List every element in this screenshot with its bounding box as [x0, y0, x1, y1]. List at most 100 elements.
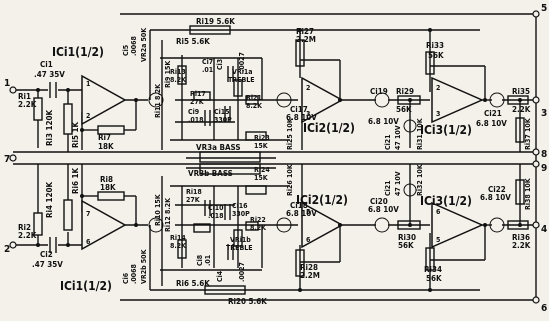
- label-ic1-bottom: ICi1(1/2): [60, 279, 112, 293]
- label-ci16-val: 330P: [232, 210, 250, 218]
- label-ci18: Ci18: [290, 201, 308, 210]
- label-ri2: Ri2: [18, 223, 31, 232]
- label-ri17-val: 27K: [190, 98, 205, 106]
- label-ri17: Ri17: [190, 90, 206, 98]
- label-ci1: Ci1: [40, 60, 53, 69]
- label-ci4-val: .0027: [238, 262, 246, 282]
- label-ci21: Ci21: [484, 109, 502, 118]
- label-ri35: Ri35: [512, 87, 530, 96]
- label-ci20-val: 6.8 10V: [368, 205, 399, 214]
- label-ci17-val: 6.8 10V: [286, 113, 317, 122]
- label-ri38: Ri38 10K: [524, 177, 532, 210]
- label-ic3-top: ICi3(1/2): [420, 123, 472, 137]
- label-vr2b: VR2b 50K: [140, 248, 148, 284]
- label-ri36-val: 2.2K: [512, 241, 531, 250]
- label-ri30: Ri30: [398, 233, 416, 242]
- label-ri33: Ri33: [426, 41, 444, 50]
- label-ic1-top: ICi1(1/2): [52, 45, 104, 59]
- pin-ic1-top-2: 2: [86, 112, 90, 120]
- label-ri8-val: 18K: [100, 183, 116, 192]
- junction-dots: [36, 28, 522, 292]
- terminal-1: [9, 86, 17, 94]
- terminal-2: [9, 241, 17, 249]
- label-ri27: Ri27: [296, 27, 314, 36]
- pin-ic1-top-1: 1: [86, 80, 90, 88]
- label-ci17: Ci17: [290, 105, 308, 114]
- label-ri21: Ri21: [246, 94, 262, 102]
- label-ci21b-val: 47 10V: [394, 171, 402, 196]
- label-ci10-val: .018: [208, 212, 224, 220]
- label-ri13-val: 8.2K: [170, 76, 187, 84]
- label-ci3: Ci3: [216, 59, 224, 70]
- label-vr3a: VR3a BASS: [196, 143, 241, 152]
- label-ri29-val: 56K: [396, 105, 412, 114]
- ground-rails: [13, 14, 537, 301]
- label-ci9: Ci9: [188, 108, 199, 116]
- label-ci18-val: 6.8 10V: [286, 209, 317, 218]
- pin-ic3-top-3: 3: [436, 110, 440, 118]
- label-ri25: Ri25 10K: [286, 117, 294, 150]
- label-ri36: Ri36: [512, 233, 530, 242]
- label-ci22: Ci22: [488, 185, 506, 194]
- label-ci15-val: 330P: [214, 116, 232, 124]
- opamp-ic1-bottom: [81, 199, 127, 251]
- label-ri32: Ri32 10K: [416, 163, 424, 196]
- labels: 1 2 7 3 4 8 9 5 6 ICi1(1/2) ICi1(1/2) IC…: [4, 3, 547, 314]
- bottom-channel-wiring: [13, 163, 536, 295]
- terminal-4: [532, 221, 540, 229]
- label-ci9-val: .018: [188, 116, 204, 124]
- label-terminal-6: 6: [541, 303, 547, 314]
- pin-ic3-bot-5: 5: [436, 236, 440, 244]
- opamp-ic3-top: [431, 76, 484, 124]
- pin-ic1-bot-6: 6: [86, 238, 91, 246]
- terminal-9: [532, 160, 540, 168]
- label-ri28-val: 2.2M: [300, 271, 320, 280]
- label-vr3b: VR3b BASS: [188, 169, 233, 178]
- label-ri12: Ri12 8.2K: [164, 197, 172, 232]
- pin-ic2-bot-6: 6: [306, 236, 311, 244]
- pin-ic2-top-2: 2: [306, 84, 310, 92]
- terminal-6: [532, 296, 540, 304]
- electrolytic-caps: [148, 92, 505, 233]
- label-ci5: Ci5: [122, 45, 130, 56]
- label-ri19: Ri19 5.6K: [196, 17, 235, 26]
- opamps: [81, 74, 484, 251]
- label-ri5: Ri5 1K: [71, 121, 80, 148]
- label-ic3-bottom: ICi3(1/2): [420, 194, 472, 208]
- label-ri14-val: 8.2K: [170, 242, 187, 250]
- label-ci6: Ci6: [122, 272, 130, 284]
- label-terminal-8: 8: [541, 149, 547, 160]
- opamp-ic3-bottom: [431, 201, 484, 249]
- label-ri27-val: 2.2M: [296, 35, 316, 44]
- label-ri35-val: 2.2K: [512, 105, 531, 114]
- label-vr1a-val: TREBLE: [228, 76, 255, 84]
- label-ri1-val: 2.2K: [18, 100, 37, 109]
- label-ri10: Ri10 15K: [154, 193, 162, 226]
- label-ri24-val: 15K: [254, 174, 269, 182]
- terminal-5: [532, 10, 540, 18]
- label-terminal-9: 9: [541, 163, 547, 174]
- label-terminal-7: 7: [4, 154, 10, 165]
- label-ri29: Ri29: [396, 87, 414, 96]
- terminal-8: [532, 148, 540, 156]
- label-ri28: Ri28: [300, 263, 318, 272]
- label-ci21a-val: 47 10V: [394, 125, 402, 150]
- label-ri34-val: 56K: [426, 274, 442, 283]
- label-terminal-4: 4: [541, 224, 547, 235]
- label-ci10: Ci10: [208, 204, 224, 212]
- label-ci8-val: .01: [204, 255, 212, 266]
- label-ci2-val: .47 35V: [32, 260, 63, 269]
- label-ri22-val: 8.2K: [250, 224, 267, 232]
- opamp-ic2-bottom: [301, 201, 344, 249]
- opamp-ic2-top: [301, 76, 344, 124]
- label-ri14: Ri14: [170, 234, 186, 242]
- label-ci19: Ci19: [370, 87, 388, 96]
- label-ci19-val: 6.8 10V: [368, 117, 399, 126]
- label-ri2-val: 2.2K: [18, 231, 37, 240]
- label-ri33-val: 56K: [428, 51, 444, 60]
- label-ci21b: Ci21: [384, 180, 392, 196]
- label-ri9: Ri9 15K: [164, 60, 172, 88]
- label-vr2a: VR2a 50K: [140, 27, 148, 62]
- label-ri20: Ri20 5.6K: [228, 297, 267, 306]
